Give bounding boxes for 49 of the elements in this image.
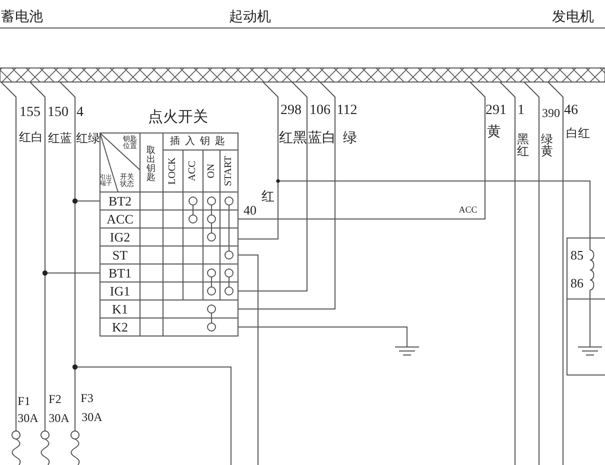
wire-label: ACC: [458, 206, 478, 214]
wire-color: 红黑: [279, 132, 307, 146]
table-header: 取出钥匙: [146, 146, 156, 182]
fuse-label: F1: [18, 395, 30, 407]
component-label: 发电机: [552, 11, 594, 25]
table-header: ON: [206, 164, 216, 178]
table-header: START: [224, 156, 234, 186]
wire-number: 40: [244, 204, 256, 216]
wire-color: 蓝白: [308, 132, 336, 146]
wire-color: 红蓝: [48, 132, 72, 144]
component-label: 蓄电池: [1, 11, 43, 25]
terminal-label: IG1: [110, 284, 130, 298]
wire-number: 46: [564, 104, 578, 118]
fuse-label: F2: [48, 393, 62, 405]
fuse-rating: 30A: [18, 412, 38, 424]
terminal-label: IG2: [110, 230, 130, 244]
wire-color: 绿黄: [541, 133, 553, 157]
fuse-rating: 30A: [48, 412, 70, 424]
terminal-label: BT2: [108, 194, 132, 208]
component-label: 起动机: [229, 11, 271, 25]
switch-title: 点火开关: [148, 110, 208, 126]
fuse-rating: 30A: [82, 411, 102, 423]
wire-color: 红绿: [76, 132, 100, 144]
table-header: 插入钥匙: [170, 137, 230, 147]
relay-terminal-label: 86: [570, 276, 584, 290]
terminal-label: K1: [112, 302, 128, 316]
wire-number: 150: [48, 106, 68, 120]
wire-number: 298: [280, 104, 302, 118]
wire-number: 106: [310, 104, 330, 118]
table-header: ACC: [188, 160, 198, 182]
wire-number: 4: [76, 106, 84, 120]
wire-number: 155: [20, 106, 40, 120]
wire-color: 黑红: [517, 133, 529, 157]
wire-color: 白红: [566, 127, 590, 139]
wire-color: 红: [262, 190, 274, 202]
terminal-label: BT1: [108, 266, 132, 280]
wire-color: 绿: [343, 132, 357, 146]
wire-color: 黄: [487, 126, 501, 140]
wire-number: 112: [336, 104, 358, 118]
wire-number: 1: [518, 104, 524, 118]
wire-number: 390: [542, 107, 560, 119]
fuse-label: F3: [80, 392, 94, 404]
terminal-label: K2: [112, 320, 128, 334]
relay-terminal-label: 85: [570, 248, 584, 262]
wire-number: 291: [486, 104, 506, 118]
terminal-label: ACC: [106, 212, 134, 226]
terminal-label: ST: [112, 248, 128, 262]
wire-color: 红白: [19, 131, 43, 143]
table-header: LOCK: [168, 157, 178, 185]
